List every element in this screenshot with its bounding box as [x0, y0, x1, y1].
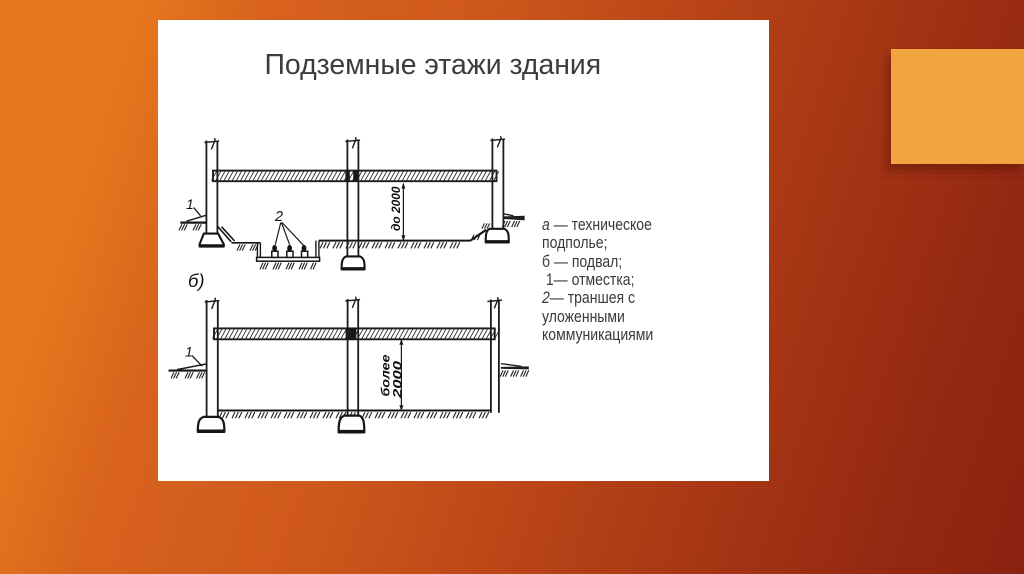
svg-text:до 2000: до 2000	[389, 186, 403, 231]
svg-text:1: 1	[186, 196, 194, 212]
svg-text:б): б)	[188, 270, 205, 291]
svg-text:1: 1	[185, 344, 193, 360]
svg-text:2000: 2000	[391, 361, 405, 399]
svg-text:2: 2	[274, 209, 283, 225]
svg-text:более: более	[378, 354, 392, 396]
